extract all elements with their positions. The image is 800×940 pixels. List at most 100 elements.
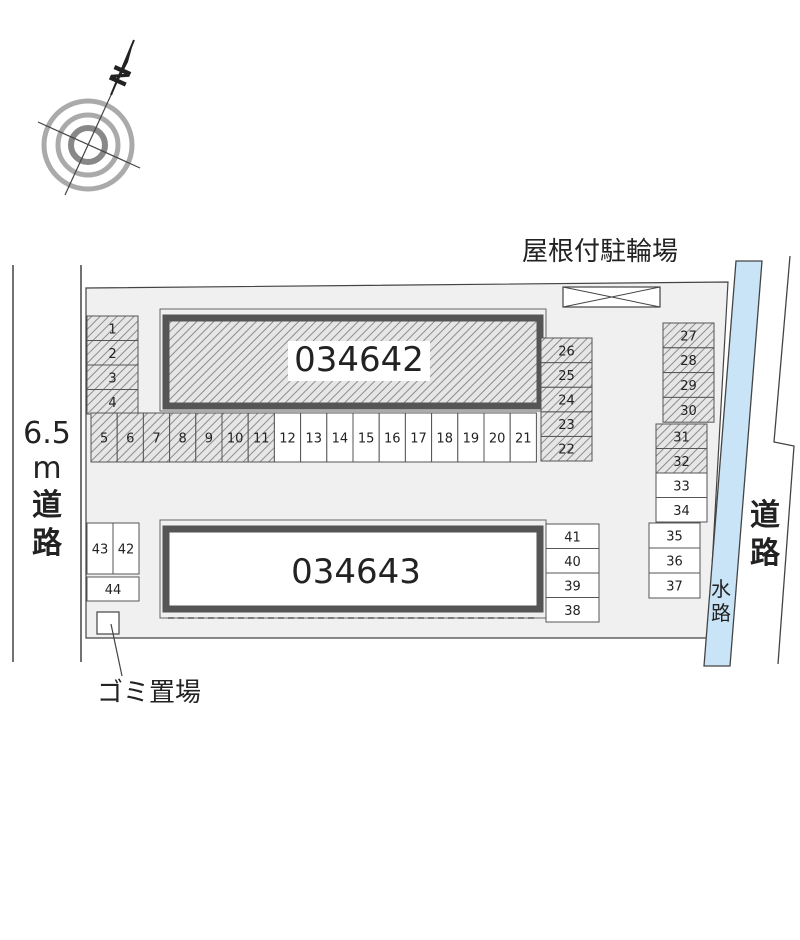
building-label-bg [288, 341, 430, 381]
parking-space-label: 39 [564, 579, 581, 594]
parking-space-label: 18 [436, 432, 453, 447]
parking-space-33 [655, 472, 708, 498]
parking-space-label: 8 [179, 432, 187, 447]
parking-space-label: 7 [152, 432, 160, 447]
parking-space-label: 36 [666, 555, 683, 570]
parking-space-label: 29 [680, 379, 697, 394]
parking-space-label: 23 [558, 418, 575, 433]
parking-space-label: 14 [332, 432, 349, 447]
waterway-char1: 水 [711, 577, 731, 601]
road-left-char2: 路 [32, 526, 63, 561]
parking-space-label: 16 [384, 432, 401, 447]
garbage-label: ゴミ置場 [97, 678, 201, 708]
parking-space-35 [648, 522, 701, 549]
waterway [703, 260, 763, 667]
parking-space-label: 3 [108, 371, 116, 386]
parking-space-label: 19 [463, 432, 480, 447]
parking-space-label: 12 [279, 432, 296, 447]
bicycle-shelter [562, 286, 661, 308]
parking-space-label: 2 [108, 347, 116, 362]
parking-space-3 [86, 364, 139, 390]
road-right-char2: 路 [750, 536, 781, 571]
parking-space-28 [662, 347, 715, 374]
parking-space-label: 6 [126, 432, 134, 447]
parking-space-43 [86, 522, 114, 575]
parking-space-21 [509, 412, 537, 463]
garbage-leader-line [110, 623, 123, 677]
parking-space-label: 38 [564, 604, 581, 619]
building-034643 [162, 525, 544, 613]
waterway-char2: 路 [711, 601, 731, 625]
parking-space-label: 17 [410, 432, 427, 447]
parking-space-label: 10 [227, 432, 244, 447]
parking-space-19 [457, 412, 485, 463]
parking-space-11 [247, 412, 275, 463]
parking-space-41 [545, 523, 600, 549]
building-034643-label: 034643 [291, 552, 421, 592]
parking-space-label: 40 [564, 555, 581, 570]
road-left-unit: m [32, 451, 61, 486]
parking-space-label: 11 [253, 432, 270, 447]
road-left-width: 6.5 [23, 416, 71, 451]
parking-space-label: 24 [558, 394, 575, 409]
road-right-line [773, 255, 795, 665]
parking-space-label: 42 [118, 543, 135, 558]
parking-space-18 [431, 412, 459, 463]
parking-space-34 [655, 497, 708, 523]
bicycle-shelter-label: 屋根付駐輪場 [522, 237, 678, 267]
building-034642-label: 034642 [294, 340, 424, 380]
parking-space-label: 43 [92, 543, 109, 558]
compass-icon [37, 39, 141, 196]
road-right-char1: 道 [750, 498, 780, 533]
parking-space-12 [273, 412, 302, 463]
parking-space-42 [112, 522, 140, 575]
parking-space-2 [86, 340, 139, 366]
parking-space-label: 30 [680, 404, 697, 419]
parking-space-label: 34 [673, 504, 690, 519]
parking-space-label: 44 [105, 583, 122, 598]
parking-space-4 [86, 389, 139, 415]
parking-space-6 [116, 412, 144, 463]
parking-space-40 [545, 548, 600, 574]
parking-space-7 [142, 412, 171, 463]
parking-space-label: 35 [666, 530, 683, 545]
parking-space-24 [540, 386, 593, 413]
parking-space-38 [545, 597, 600, 623]
parking-space-8 [169, 412, 197, 463]
parking-space-39 [545, 572, 600, 598]
parking-space-5 [90, 412, 118, 463]
parking-space-16 [378, 412, 406, 463]
parking-space-13 [300, 412, 328, 463]
parking-space-22 [540, 435, 593, 462]
parking-space-27 [662, 322, 715, 349]
parking-space-label: 21 [515, 432, 532, 447]
parking-space-label: 13 [305, 432, 322, 447]
parking-space-label: 28 [680, 354, 697, 369]
parking-space-label: 4 [108, 396, 116, 411]
parking-space-label: 15 [358, 432, 375, 447]
parking-space-label: 25 [558, 369, 575, 384]
parking-space-label: 1 [108, 322, 116, 337]
parking-space-15 [352, 412, 380, 463]
north-label: N [104, 61, 138, 91]
parking-space-label: 37 [666, 580, 683, 595]
parking-space-20 [483, 412, 511, 463]
parking-space-label: 26 [558, 344, 575, 359]
parking-space-label: 22 [558, 443, 575, 458]
parking-space-25 [540, 362, 593, 388]
parking-space-32 [655, 448, 708, 474]
parking-space-44 [86, 576, 140, 602]
parking-space-label: 31 [673, 430, 690, 445]
parking-space-30 [662, 396, 715, 423]
parking-space-label: 9 [205, 432, 213, 447]
parking-space-label: 41 [564, 530, 581, 545]
parking-space-26 [540, 337, 593, 364]
parking-space-label: 5 [100, 432, 108, 447]
parking-space-label: 20 [489, 432, 506, 447]
parking-space-37 [648, 572, 701, 599]
parking-space-label: 33 [673, 479, 690, 494]
garbage-area [96, 611, 120, 635]
road-left-char1: 道 [32, 488, 62, 523]
